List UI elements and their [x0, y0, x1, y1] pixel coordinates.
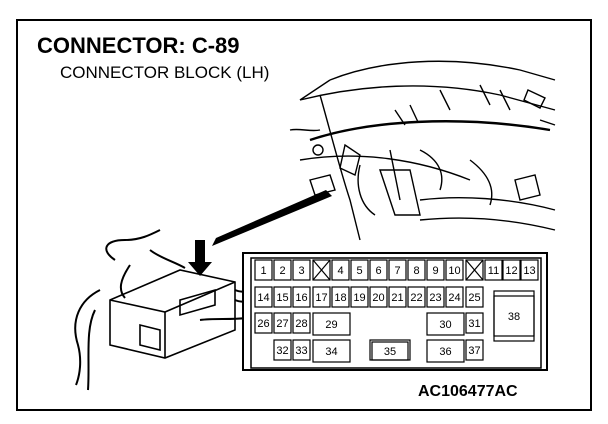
pin-7: 7	[388, 259, 407, 281]
pin-32: 32	[273, 339, 292, 361]
pin-23: 23	[426, 286, 445, 308]
connector-face	[242, 252, 548, 371]
pin-5: 5	[350, 259, 369, 281]
pin-34: 34	[312, 339, 351, 363]
pin-label: 37	[468, 345, 480, 357]
pin-22: 22	[407, 286, 426, 308]
pin-label: 6	[375, 265, 381, 277]
pin-12: 12	[502, 259, 521, 281]
pin-label: 35	[384, 346, 396, 358]
pin-28: 28	[292, 312, 311, 334]
pin-33: 33	[292, 339, 311, 361]
pin-label: 22	[410, 292, 422, 304]
pin-label: 15	[276, 292, 288, 304]
pin-label: 14	[257, 292, 269, 304]
pin-label: 33	[295, 345, 307, 357]
pin-label: 2	[279, 265, 285, 277]
pin-3: 3	[292, 259, 311, 281]
connector-subtitle: CONNECTOR BLOCK (LH)	[60, 63, 270, 82]
pin-36: 36	[426, 339, 465, 363]
pin-11: 11	[484, 259, 503, 281]
pin-label: 38	[508, 311, 520, 323]
pin-24: 24	[445, 286, 464, 308]
down-arrow-icon	[188, 240, 212, 276]
pin-label: 12	[505, 265, 517, 277]
pin-15: 15	[273, 286, 292, 308]
pin-16: 16	[292, 286, 311, 308]
pin-31: 31	[465, 312, 484, 334]
pin-label: 32	[276, 345, 288, 357]
pin-label: 27	[276, 318, 288, 330]
pin-18: 18	[331, 286, 350, 308]
pin-label: 25	[468, 292, 480, 304]
pin-label: 20	[372, 292, 384, 304]
dashboard-illustration	[289, 60, 556, 241]
pin-label: 24	[448, 292, 460, 304]
pin-label: 8	[413, 265, 419, 277]
pin-13: 13	[520, 259, 539, 281]
pin-14: 14	[254, 286, 273, 308]
pin-17: 17	[312, 286, 331, 308]
pin-label: 11	[488, 265, 499, 277]
pin-label: 4	[337, 265, 343, 277]
blank-cavity	[465, 259, 484, 281]
pin-38: 38	[493, 295, 535, 337]
pin-label: 9	[432, 265, 438, 277]
connector-block-illustration	[74, 229, 247, 391]
pin-19: 19	[350, 286, 369, 308]
pin-label: 26	[257, 318, 269, 330]
pin-9: 9	[426, 259, 445, 281]
pin-label: 23	[429, 292, 441, 304]
pin-label: 17	[315, 292, 327, 304]
pin-label: 3	[298, 265, 304, 277]
blank-cavity	[312, 259, 331, 281]
pin-label: 30	[439, 319, 451, 331]
pin-label: 18	[334, 292, 346, 304]
pin-label: 36	[439, 346, 451, 358]
figure-code: AC106477AC	[418, 383, 518, 400]
pin-35: 35	[371, 341, 409, 361]
pin-label: 10	[448, 265, 460, 277]
pin-26: 26	[254, 312, 273, 334]
pin-label: 13	[523, 265, 535, 277]
leader-arrow	[212, 190, 332, 246]
pin-label: 7	[394, 265, 400, 277]
pin-label: 19	[353, 292, 365, 304]
pin-29: 29	[312, 312, 351, 336]
pin-25: 25	[465, 286, 484, 308]
pin-27: 27	[273, 312, 292, 334]
pin-1: 1	[254, 259, 273, 281]
pin-label: 1	[260, 265, 266, 277]
pin-label: 29	[325, 319, 337, 331]
pin-10: 10	[445, 259, 464, 281]
pin-label: 28	[295, 318, 307, 330]
pin-4: 4	[331, 259, 350, 281]
pin-30: 30	[426, 312, 465, 336]
pin-label: 16	[295, 292, 307, 304]
connector-title: CONNECTOR: C-89	[37, 33, 240, 58]
pin-label: 34	[325, 346, 337, 358]
pin-2: 2	[273, 259, 292, 281]
pin-37: 37	[465, 339, 484, 361]
diagram-frame	[16, 19, 592, 411]
pin-21: 21	[388, 286, 407, 308]
pin-6: 6	[369, 259, 388, 281]
pin-label: 21	[391, 292, 403, 304]
pin-label: 31	[468, 318, 480, 330]
pin-label: 5	[356, 265, 362, 277]
pin-8: 8	[407, 259, 426, 281]
pin-20: 20	[369, 286, 388, 308]
